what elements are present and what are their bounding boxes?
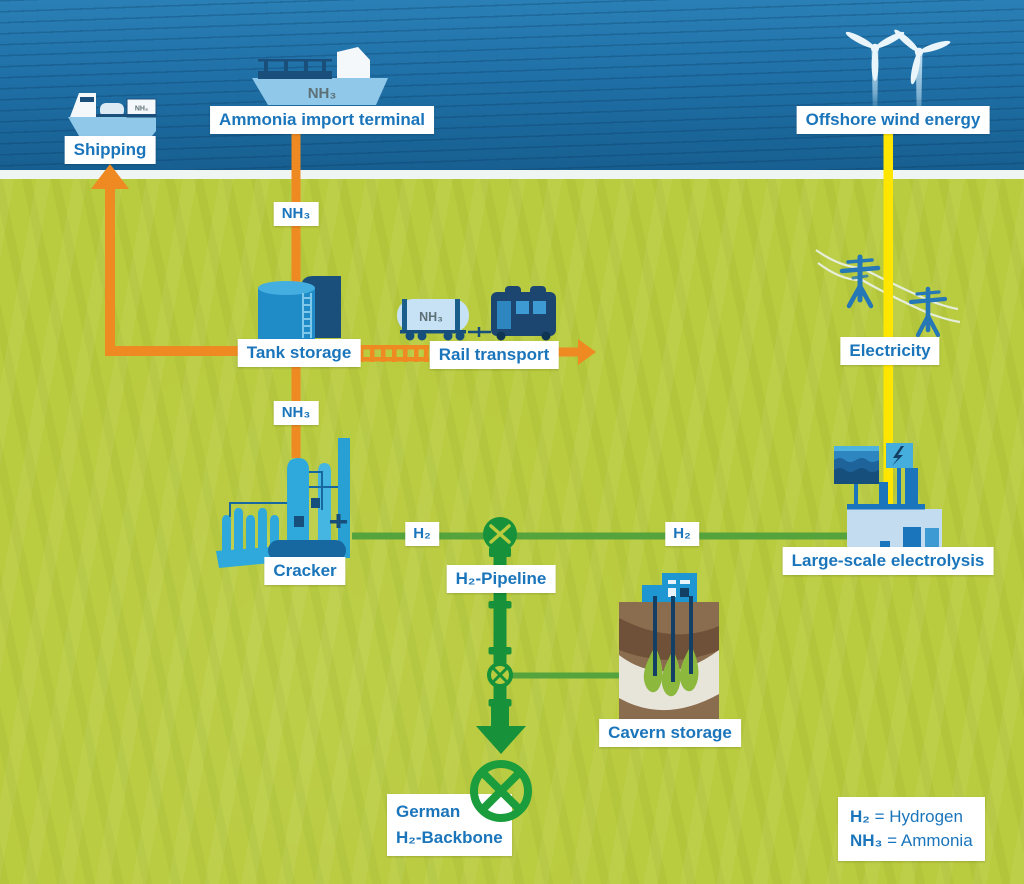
label-german-h2-backbone: German H₂-Backbone xyxy=(387,794,512,856)
legend-line-h2: H₂ = Hydrogen xyxy=(850,807,963,826)
cracker-icon xyxy=(216,438,350,568)
h2-pipeline xyxy=(470,517,532,822)
backbone-valve-icon xyxy=(470,760,532,822)
label-ammonia-import-terminal: Ammonia import terminal xyxy=(210,106,434,134)
legend: H₂ = Hydrogen NH₃ = Ammonia xyxy=(838,797,985,861)
label-large-scale-electrolysis: Large-scale electrolysis xyxy=(782,547,994,575)
svg-text:NH₃: NH₃ xyxy=(419,310,443,324)
electrolysis-icon xyxy=(834,443,942,553)
label-rail-transport: Rail transport xyxy=(429,341,559,369)
label-h2-pipeline: H₂-Pipeline xyxy=(446,565,556,593)
label-tank-storage: Tank storage xyxy=(237,339,361,367)
svg-text:NH₃: NH₃ xyxy=(135,106,148,113)
label-h2-flow-1: H₂ xyxy=(405,522,439,546)
shipping-ship-icon: NH₃ xyxy=(68,93,157,141)
hydrogen-flow-lines xyxy=(352,532,852,679)
label-cracker: Cracker xyxy=(264,557,346,585)
electricity-flow-line xyxy=(883,131,893,509)
import-terminal-ship-icon: NH₃ xyxy=(252,47,388,105)
svg-text:NH₃: NH₃ xyxy=(308,85,337,102)
sea-background xyxy=(0,0,1024,170)
label-german-line1: German xyxy=(396,802,461,821)
label-nh3-flow-1: NH₃ xyxy=(273,202,319,226)
label-electricity: Electricity xyxy=(840,337,940,365)
label-german-line2: H₂-Backbone xyxy=(396,827,503,847)
shoreline xyxy=(0,170,1024,179)
tank-storage-icon xyxy=(258,276,341,340)
label-h2-flow-2: H₂ xyxy=(665,522,699,546)
label-nh3-flow-2: NH₃ xyxy=(273,401,319,425)
arrow-right-rail-export xyxy=(556,339,596,365)
locomotive-icon xyxy=(491,286,556,341)
wind-turbine-icon xyxy=(845,29,951,116)
arrow-down-to-backbone xyxy=(476,706,526,754)
cavern-storage-icon xyxy=(619,573,719,722)
arrow-up-to-shipping xyxy=(91,164,129,189)
label-cavern-storage: Cavern storage xyxy=(599,719,741,747)
label-shipping: Shipping xyxy=(64,136,156,164)
label-offshore-wind-energy: Offshore wind energy xyxy=(796,106,990,134)
rail-tanker-icon: NH₃ xyxy=(397,299,491,341)
valve-icon xyxy=(487,662,513,688)
legend-line-nh3: NH₃ = Ammonia xyxy=(850,830,973,850)
valve-icon xyxy=(483,517,517,551)
